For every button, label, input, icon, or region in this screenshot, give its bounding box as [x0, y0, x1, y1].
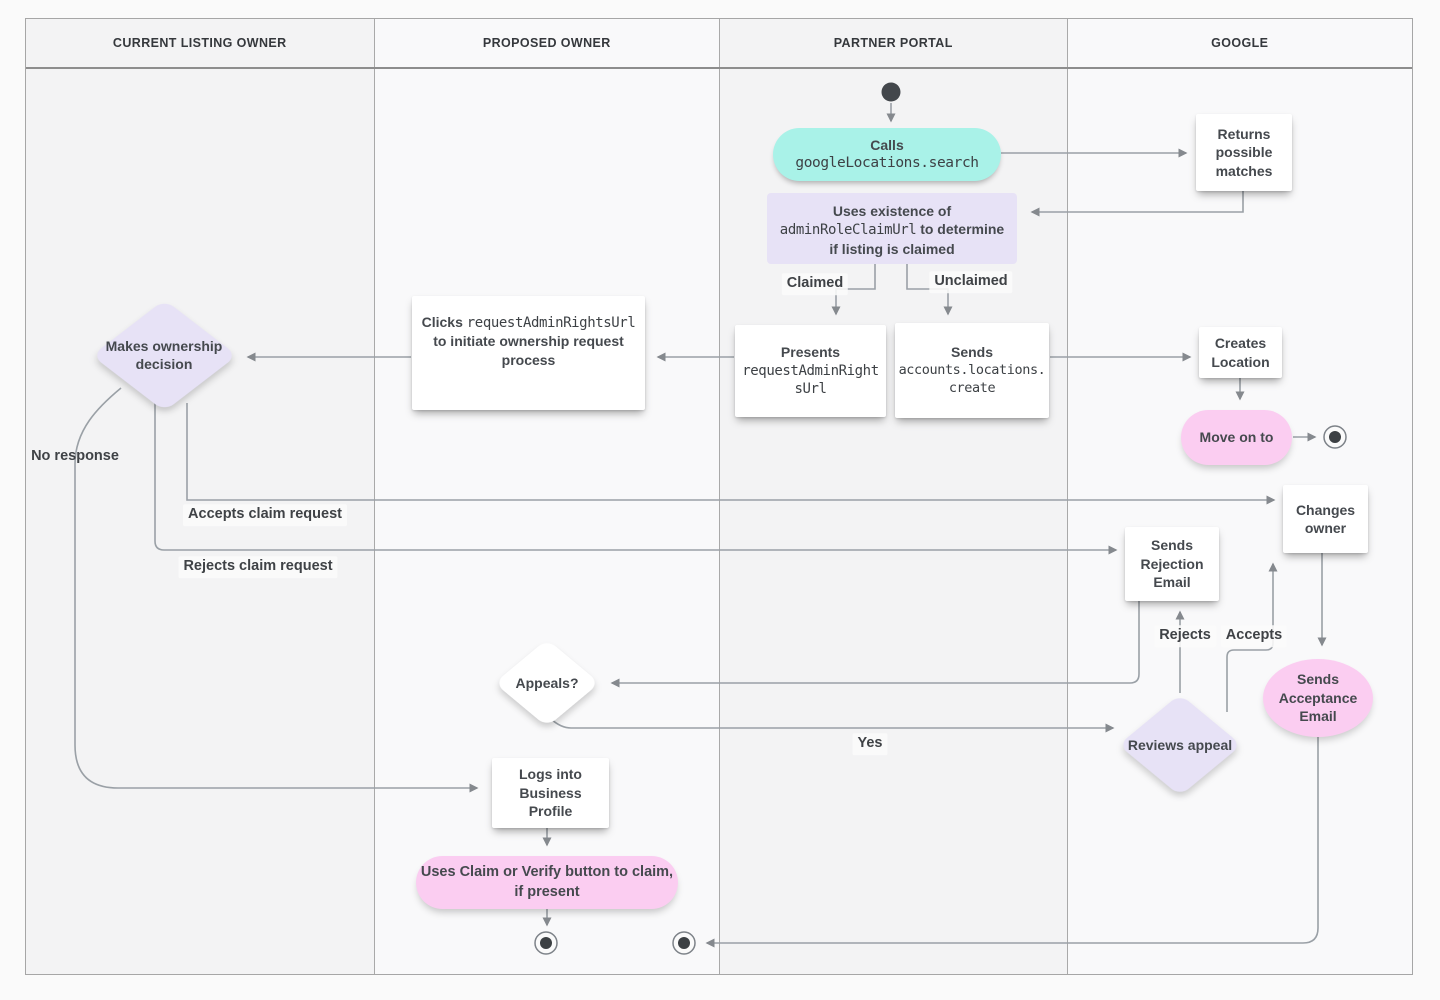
edge-no-response [74, 387, 479, 793]
node-text: to determine if listing is claimed [829, 221, 1005, 257]
lane-header-google: GOOGLE [1211, 36, 1269, 50]
node-label: Sends Rejection Email [1140, 537, 1204, 591]
node-sends-acceptance-email: Sends Acceptance Email [1263, 659, 1373, 737]
node-label: Logs into Business Profile [519, 766, 582, 820]
edge-accepts-claim [186, 403, 1276, 505]
edge-label-claimed: Claimed [781, 273, 849, 295]
node-sends-rejection-email: Sends Rejection Email [1125, 527, 1219, 601]
node-code: googleLocations.search [795, 155, 979, 172]
node-logs-into-business-profile: Logs into Business Profile [492, 758, 609, 828]
start-node [881, 82, 901, 102]
edge-returns-to-uses [1030, 191, 1244, 217]
node-creates-location: Creates Location [1199, 327, 1282, 378]
edge-label-accepts: Accepts [1220, 625, 1288, 647]
node-label: Changes owner [1295, 501, 1356, 536]
lane-current-listing-owner: CURRENT LISTING OWNER [26, 19, 374, 974]
lane-header-partner-portal: PARTNER PORTAL [833, 36, 953, 50]
edge-label-no-response: No response [31, 448, 119, 465]
end-node-partner-portal [672, 931, 696, 955]
header-separator [26, 67, 1412, 69]
node-label: Reviews appeal [1127, 736, 1233, 753]
edge-rejects-claim [154, 403, 1118, 555]
node-label: Returns possible matches [1215, 125, 1273, 179]
node-label: Appeals? [515, 674, 579, 691]
lane-header-proposed-owner: PROPOSED OWNER [482, 36, 611, 50]
edge-label-yes: Yes [852, 733, 888, 755]
edge-label-rejects-claim-request: Rejects claim request [178, 556, 338, 578]
edge-uses-to-sends [906, 264, 953, 316]
node-appeals: Appeals? [494, 639, 600, 727]
edge-rejection-to-appeals [610, 601, 1140, 688]
node-code: adminRoleClaimUrl [779, 222, 917, 239]
node-label: Move on to [1199, 429, 1274, 446]
node-reviews-appeal: Reviews appeal [1118, 694, 1242, 796]
node-label: Uses Claim or Verify button to claim, if… [420, 864, 674, 900]
edge-label-rejects: Rejects [1154, 625, 1216, 647]
node-label: Creates Location [1211, 335, 1270, 370]
edge-label-accepts-claim-request: Accepts claim request [183, 504, 347, 526]
node-uses-claim-or-verify: Uses Claim or Verify button to claim, if… [416, 856, 678, 909]
node-move-on-to: Move on to [1181, 410, 1292, 465]
node-text: Uses existence of [832, 203, 952, 219]
node-calls-google-locations-search: Calls googleLocations.search [773, 128, 1001, 181]
lane-header-current-listing-owner: CURRENT LISTING OWNER [112, 36, 287, 50]
node-uses-existence: Uses existence of adminRoleClaimUrl to d… [767, 193, 1017, 264]
node-label: Makes ownership decision [105, 337, 223, 372]
edge-acceptance-to-end [705, 737, 1319, 948]
node-label: Presents [780, 344, 841, 361]
node-code: requestAdminRightsUrl [742, 362, 879, 398]
node-sends-accounts-locations-create: Sends accounts.locations.create [895, 323, 1049, 418]
node-changes-owner: Changes owner [1283, 485, 1368, 553]
node-text: to initiate ownership request process [433, 333, 624, 368]
edge-label-unclaimed: Unclaimed [929, 271, 1013, 293]
node-clicks-request-admin-rights-url: Clicks requestAdminRightsUrl to initiate… [412, 296, 645, 410]
node-presents-request-admin-rights-url: Presents requestAdminRightsUrl [735, 325, 886, 417]
node-text: Clicks [421, 314, 463, 330]
end-node-proposed-owner [534, 931, 558, 955]
node-label: Sends [950, 344, 993, 361]
end-node-google [1323, 425, 1347, 449]
node-label: Calls [870, 136, 904, 153]
node-makes-ownership-decision: Makes ownership decision [91, 299, 237, 411]
node-label: Sends Acceptance Email [1278, 671, 1358, 725]
node-code: accounts.locations.create [898, 361, 1046, 396]
node-code: requestAdminRightsUrl [466, 315, 636, 331]
edge-uses-to-presents [831, 264, 876, 316]
node-returns-possible-matches: Returns possible matches [1196, 114, 1292, 191]
edge-yes [550, 718, 1115, 733]
swimlane-board: CURRENT LISTING OWNER PROPOSED OWNER PAR… [25, 18, 1413, 975]
